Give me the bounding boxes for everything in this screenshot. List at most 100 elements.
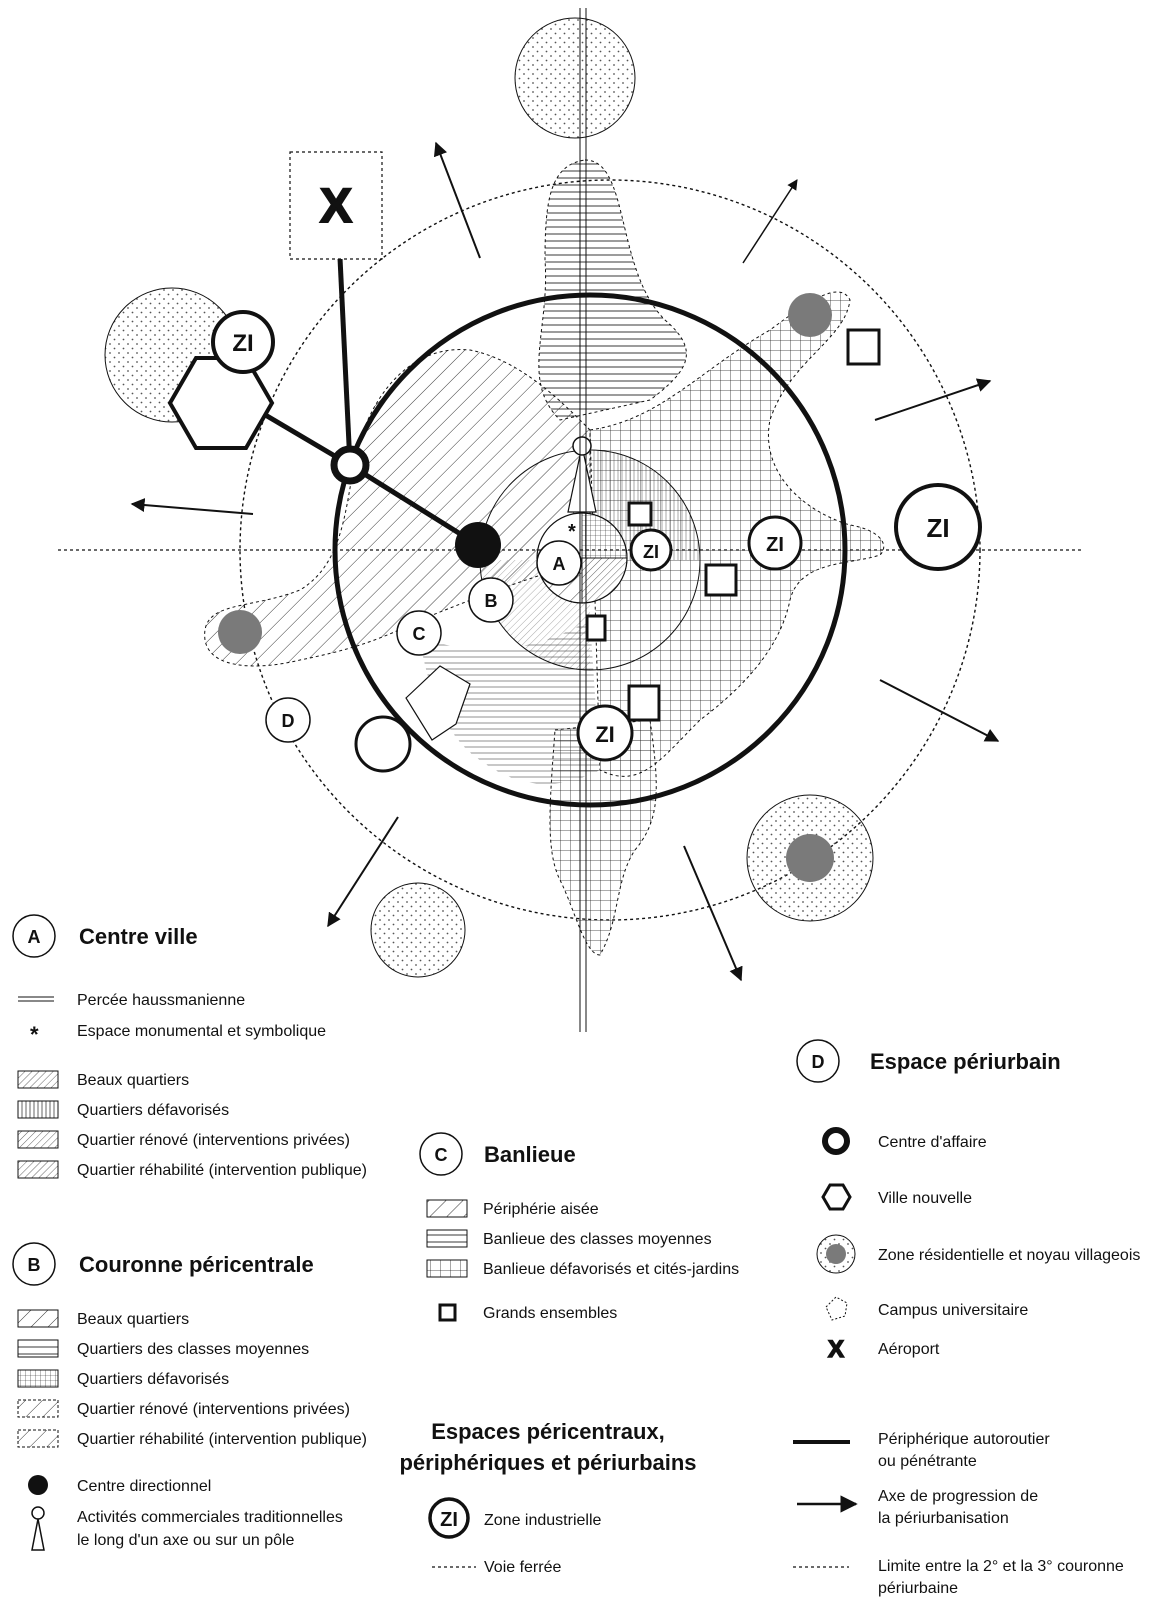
svg-text:Ville nouvelle: Ville nouvelle	[878, 1190, 972, 1207]
svg-text:ou pénétrante: ou pénétrante	[878, 1453, 977, 1470]
svg-text:ZI: ZI	[643, 542, 659, 562]
legend-monumental-label: Espace monumental et symbolique	[77, 1023, 326, 1040]
zone-label-a: A	[536, 540, 582, 586]
industrial-zone-centre-east: ZI	[629, 528, 673, 572]
svg-text:Espace périurbain: Espace périurbain	[870, 1049, 1061, 1074]
zone-label-d: D	[265, 697, 311, 743]
legend-a-defav-label: Quartiers défavorisés	[77, 1102, 229, 1119]
svg-text:Zone industrielle: Zone industrielle	[484, 1512, 602, 1529]
map: * X ZI ZI ZI	[58, 8, 1083, 1032]
progression-arrow-northeast	[742, 179, 798, 264]
middle-class-corridor-north	[538, 159, 687, 421]
svg-text:D: D	[282, 711, 295, 731]
svg-text:Limite entre la 2° et la 3° co: Limite entre la 2° et la 3° couronne	[878, 1558, 1124, 1575]
svg-text:C: C	[435, 1145, 448, 1165]
housing-estate-2	[704, 563, 738, 597]
zone-label-c: C	[396, 610, 442, 656]
svg-text:le long d'un axe ou sur un pôl: le long d'un axe ou sur un pôle	[77, 1532, 295, 1549]
residential-area-ring	[354, 715, 412, 773]
legend-a-renove-label: Quartier rénové (interventions privées)	[77, 1132, 350, 1149]
svg-text:Banlieue des classes moyennes: Banlieue des classes moyennes	[483, 1231, 712, 1248]
svg-text:A: A	[553, 554, 566, 574]
svg-text:A: A	[28, 927, 41, 947]
monumental-space-asterisk: *	[568, 521, 576, 543]
svg-text:périurbaine: périurbaine	[878, 1580, 958, 1597]
airport-icon: X	[320, 180, 352, 233]
residential-village-west	[218, 610, 262, 654]
svg-text:ZI: ZI	[232, 330, 253, 357]
svg-text:Axe de progression de: Axe de progression de	[878, 1488, 1038, 1505]
svg-text:Beaux quartiers: Beaux quartiers	[77, 1311, 189, 1328]
legend-pericentral-spaces: Espaces péricentraux, périphériques et p…	[399, 1419, 696, 1576]
zone-label-b: B	[468, 577, 514, 623]
svg-text:Banlieue: Banlieue	[484, 1142, 576, 1167]
university-campus	[405, 665, 471, 741]
deprived-suburb-east	[589, 291, 885, 777]
legend-a-rehab-label: Quartier réhabilité (intervention publiq…	[77, 1162, 367, 1179]
svg-text:*: *	[30, 1022, 39, 1047]
residential-area-north	[514, 17, 636, 139]
legend-banlieue: C Banlieue Périphérie aisée Banlieue des…	[419, 1132, 739, 1322]
svg-text:Centre directionnel: Centre directionnel	[77, 1478, 211, 1495]
svg-text:B: B	[28, 1255, 41, 1275]
svg-text:D: D	[812, 1052, 825, 1072]
svg-text:B: B	[485, 591, 498, 611]
svg-text:la périurbanisation: la périurbanisation	[878, 1510, 1009, 1527]
legend-couronne-pericentrale: B Couronne péricentrale Beaux quartiers …	[12, 1242, 367, 1551]
legend-motorway-axis-limit: Périphérique autoroutier ou pénétrante A…	[793, 1431, 1124, 1597]
commercial-pole	[572, 436, 592, 456]
svg-text:ZI: ZI	[595, 722, 615, 747]
housing-estate-1	[627, 501, 653, 527]
svg-text:Zone résidentielle et noyau vi: Zone résidentielle et noyau villageois	[878, 1247, 1140, 1264]
legend-haussmann-label: Percée haussmanienne	[77, 992, 245, 1009]
svg-text:Centre ville: Centre ville	[79, 924, 198, 949]
motorway-to-business-centre	[348, 462, 480, 548]
svg-text:Périphérique autoroutier: Périphérique autoroutier	[878, 1431, 1050, 1448]
svg-text:Voie ferrée: Voie ferrée	[484, 1559, 561, 1576]
village-core-southeast	[786, 834, 834, 882]
housing-estate-4	[627, 684, 661, 722]
progression-arrow-west	[130, 498, 254, 515]
business-centre-node	[330, 445, 370, 485]
housing-estate-3	[585, 614, 607, 642]
industrial-zone-east: ZI	[894, 483, 982, 571]
industrial-zone-northwest: ZI	[211, 310, 275, 374]
progression-arrow-north	[433, 141, 481, 259]
svg-text:périphériques et périurbains: périphériques et périurbains	[399, 1450, 696, 1475]
legend-centre-ville: A Centre ville Percée haussmanienne * Es…	[12, 914, 367, 1179]
svg-text:Activités commerciales traditi: Activités commerciales traditionnelles	[77, 1509, 343, 1526]
svg-text:Quartier réhabilité (intervent: Quartier réhabilité (intervention publiq…	[77, 1431, 367, 1448]
housing-estate-5	[846, 328, 881, 366]
progression-arrow-southwest	[327, 816, 399, 928]
commercial-axis	[567, 445, 597, 513]
airport-box	[289, 151, 383, 260]
svg-text:X: X	[828, 1336, 844, 1363]
svg-text:Centre d'affaire: Centre d'affaire	[878, 1134, 987, 1151]
svg-text:Grands ensembles: Grands ensembles	[483, 1305, 617, 1322]
legend-espace-periurbain: D Espace périurbain Centre d'affaire Vil…	[796, 1039, 1140, 1364]
motorway-to-airport	[337, 257, 353, 466]
svg-text:ZI: ZI	[766, 534, 784, 556]
svg-text:Aéroport: Aéroport	[878, 1341, 940, 1358]
progression-arrow-east	[874, 378, 992, 421]
industrial-zone-south: ZI	[576, 704, 634, 762]
residential-village-east	[788, 293, 832, 337]
svg-text:Périphérie aisée: Périphérie aisée	[483, 1201, 599, 1218]
residential-area-southwest	[370, 882, 466, 978]
new-town-hexagon	[167, 356, 275, 450]
svg-text:Espaces péricentraux,: Espaces péricentraux,	[431, 1419, 665, 1444]
progression-arrow-southeast	[879, 679, 1000, 742]
industrial-zone-east-inner: ZI	[747, 515, 803, 571]
svg-text:Couronne péricentrale: Couronne péricentrale	[79, 1252, 314, 1277]
svg-text:Quartiers défavorisés: Quartiers défavorisés	[77, 1371, 229, 1388]
svg-text:C: C	[413, 624, 426, 644]
svg-text:Banlieue défavorisés et cités-: Banlieue défavorisés et cités-jardins	[483, 1261, 739, 1278]
svg-text:Quartier rénové (interventions: Quartier rénové (interventions privées)	[77, 1401, 350, 1418]
svg-text:ZI: ZI	[926, 513, 949, 543]
decision-centre	[455, 522, 501, 568]
svg-text:ZI: ZI	[440, 1509, 458, 1531]
legend-a-beaux-label: Beaux quartiers	[77, 1072, 189, 1089]
svg-text:Campus universitaire: Campus universitaire	[878, 1302, 1028, 1319]
svg-text:Quartiers des classes moyennes: Quartiers des classes moyennes	[77, 1341, 309, 1358]
